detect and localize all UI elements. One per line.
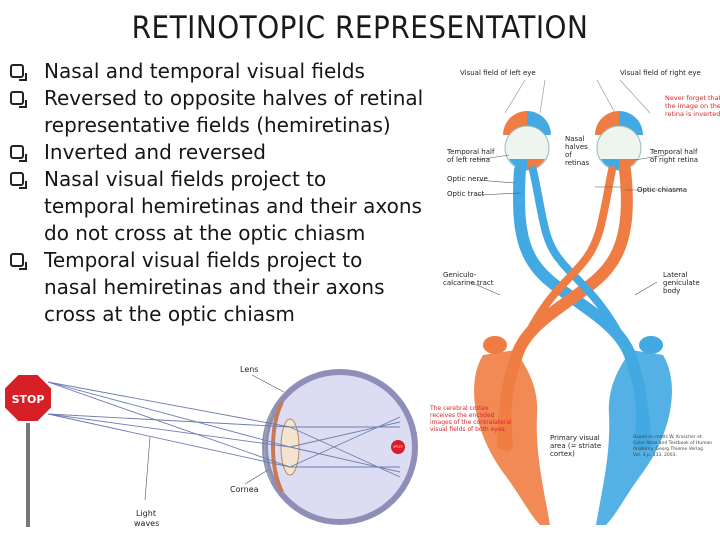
slide-title: RETINOTOPIC REPRESENTATION: [131, 10, 589, 46]
left-eye: [503, 111, 551, 171]
stop-sign: STOP: [3, 373, 53, 527]
cortex-note: The cerebral cortex receives the encoded…: [429, 405, 512, 433]
cornea-label: Cornea: [230, 485, 259, 494]
bullet-list: Nasal and temporal visual fields Reverse…: [8, 58, 478, 328]
svg-text:receives the encoded: receives the encoded: [430, 412, 495, 419]
visual-pathway-diagram: Visual field of left eye Visual field of…: [425, 55, 720, 535]
svg-text:of: of: [565, 151, 572, 159]
checkbox-bullet-icon: [10, 253, 27, 270]
temporal-left-label: Temporal half of left retina: [446, 148, 495, 164]
inverted-note: Never forget that the image on the retin…: [665, 94, 720, 118]
svg-text:Primary visual: Primary visual: [550, 434, 600, 442]
svg-text:retina is inverted.: retina is inverted.: [665, 110, 720, 118]
nasal-halves-label: Nasal halves of retinas: [565, 135, 589, 167]
checkbox-bullet-icon: [10, 64, 27, 81]
right-field-label: Visual field of right eye: [620, 69, 701, 77]
geniculo-label: Geniculo- calcarine tract: [443, 271, 494, 287]
svg-text:the image on the: the image on the: [665, 102, 720, 110]
svg-text:Color Atlas and Textbook of Hu: Color Atlas and Textbook of Human: [633, 440, 712, 446]
right-eye: [595, 111, 643, 171]
inverted-stop-text: STOP: [393, 444, 402, 448]
stop-octagon: [3, 373, 53, 423]
light-waves-leader: [144, 436, 151, 501]
svg-text:geniculate: geniculate: [663, 279, 700, 287]
stop-text: STOP: [12, 393, 45, 406]
lateral-geniculate-label: Lateral geniculate body: [663, 271, 700, 295]
svg-text:Anatomy. Georg Thieme Verlag: Anatomy. Georg Thieme Verlag: [633, 446, 703, 452]
svg-text:of right retina: of right retina: [650, 156, 698, 164]
svg-text:images of the contralateral: images of the contralateral: [430, 419, 512, 426]
svg-text:waves: waves: [134, 519, 159, 528]
primary-visual-label: Primary visual area (= striate cortex): [550, 434, 601, 458]
cornea-leader: [244, 469, 269, 485]
temporal-right-label: Temporal half of right retina: [649, 148, 698, 164]
visual-field-lines: [504, 79, 651, 114]
bullet-item: Nasal and temporal visual fields: [8, 58, 478, 85]
light-waves-label: Light waves: [134, 509, 159, 528]
checkbox-bullet-icon: [10, 145, 27, 162]
svg-text:halves: halves: [565, 143, 588, 151]
svg-text:Temporal half: Temporal half: [446, 148, 495, 156]
citation: Based on matls W. Kroscher et. Color Atl…: [633, 434, 712, 458]
eye-lens-diagram: STOP STOP Lens Cornea Light waves: [0, 352, 420, 540]
checkbox-bullet-icon: [10, 172, 27, 189]
svg-text:cortex): cortex): [550, 450, 575, 458]
svg-text:visual fields of both eyes.: visual fields of both eyes.: [430, 426, 507, 433]
svg-text:Geniculo-: Geniculo-: [443, 271, 477, 279]
svg-text:Temporal half: Temporal half: [649, 148, 698, 156]
svg-text:body: body: [663, 287, 680, 295]
lens-leader: [251, 374, 285, 393]
svg-text:of left retina: of left retina: [447, 156, 490, 164]
svg-text:area (= striate: area (= striate: [550, 442, 601, 450]
optic-tract-label: Optic tract: [447, 190, 484, 198]
optic-chiasma-label: Optic chiasma: [637, 186, 687, 194]
svg-text:Vol. 3 p. 333, 2003.: Vol. 3 p. 333, 2003.: [633, 452, 677, 458]
light-rays: [47, 381, 401, 478]
svg-text:Light: Light: [136, 509, 156, 518]
svg-text:Nasal: Nasal: [565, 135, 584, 143]
svg-text:Never forget that: Never forget that: [665, 94, 720, 102]
svg-text:Lateral: Lateral: [663, 271, 687, 279]
optic-nerve-label: Optic nerve: [447, 175, 488, 183]
svg-text:Based on matls W. Kroscher et.: Based on matls W. Kroscher et.: [633, 434, 703, 440]
eyeball: [262, 369, 418, 525]
svg-text:The cerebral cortex: The cerebral cortex: [429, 405, 489, 412]
bullet-item: Inverted and reversed: [8, 139, 478, 166]
checkbox-bullet-icon: [10, 91, 27, 108]
label-leaders: [469, 154, 685, 296]
lens-label: Lens: [240, 365, 258, 374]
svg-text:retinas: retinas: [565, 159, 589, 167]
left-field-label: Visual field of left eye: [460, 69, 536, 77]
inverted-stop-image: STOP: [391, 440, 405, 454]
svg-text:calcarine tract: calcarine tract: [443, 279, 494, 287]
cortex: [474, 336, 672, 525]
